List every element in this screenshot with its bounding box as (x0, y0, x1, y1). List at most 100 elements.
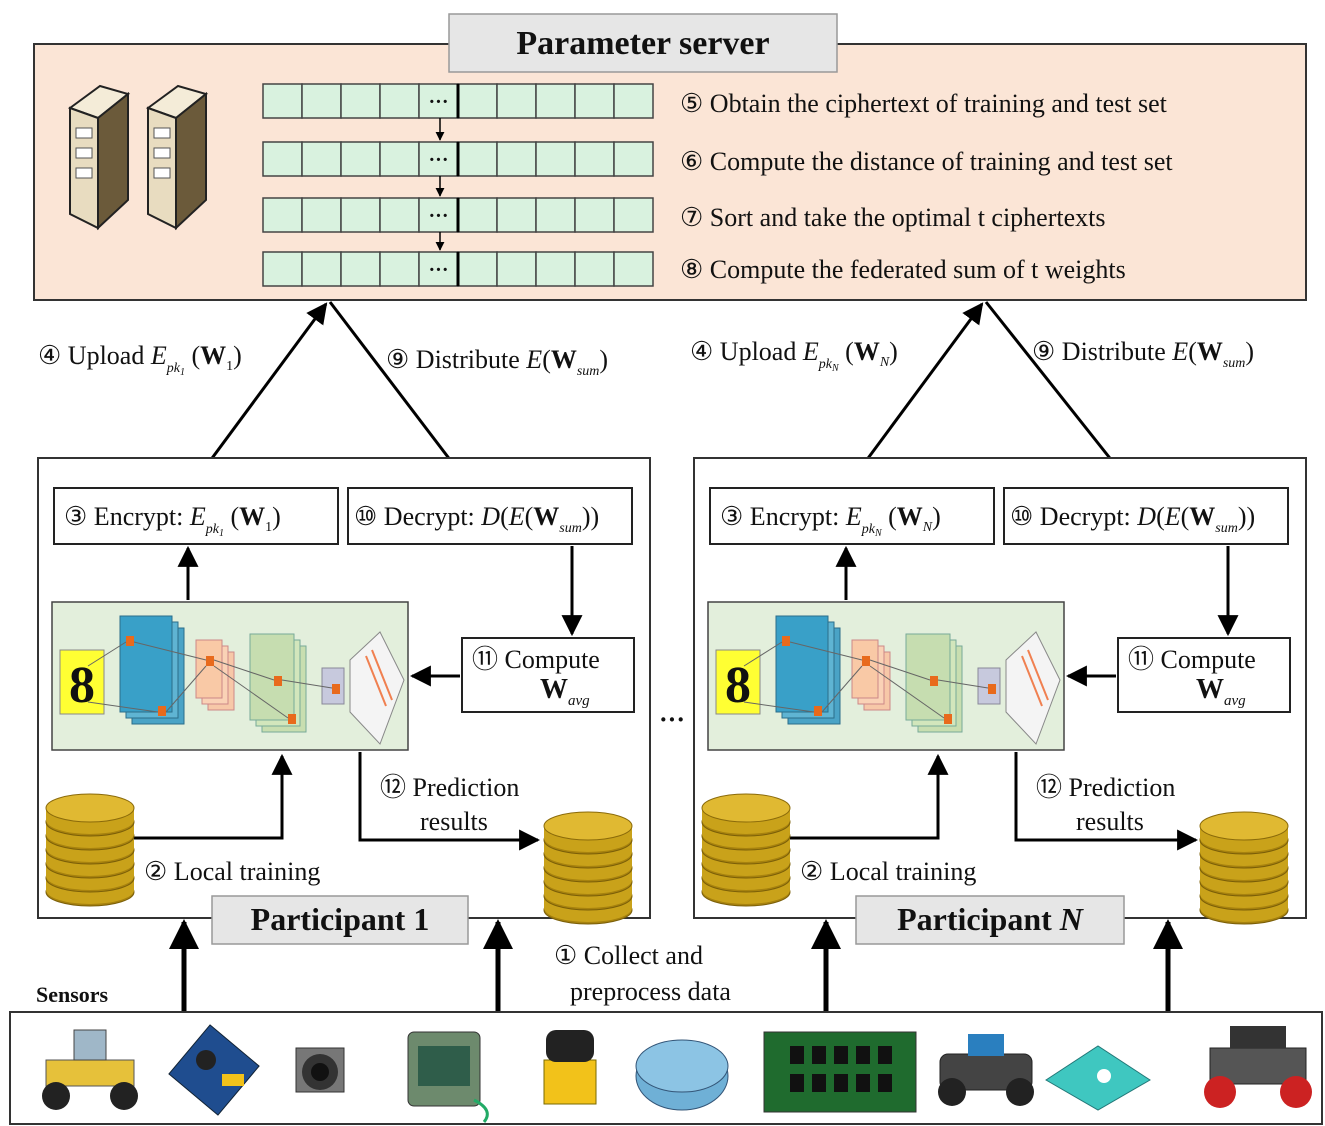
ciphertext-cell (262, 251, 303, 287)
encrypt-box-pN (709, 487, 995, 545)
smart-robot-car-icon (938, 1034, 1034, 1106)
local-training-label-p1: ② Local training (144, 857, 320, 886)
ciphertext-cell (379, 83, 420, 119)
compute-wavg-pN: Wavg (1196, 674, 1246, 709)
model-to-results-arrow (1014, 752, 1199, 851)
ciphertext-cell (262, 141, 303, 177)
local-training-label-pN: ② Local training (800, 857, 976, 886)
lidar-sensor-icon (543, 1030, 597, 1105)
encrypt-label-p1: ③ Encrypt: Epk1 (W1) (64, 502, 281, 539)
cell-ellipsis: ··· (428, 205, 448, 227)
ciphertext-cell (496, 83, 537, 119)
server-title: Parameter server (516, 25, 769, 62)
cell-ellipsis: ··· (428, 259, 448, 281)
results-db-icon (543, 811, 633, 925)
ciphertext-cell (574, 197, 615, 233)
ciphertext-cell (301, 83, 342, 119)
digit-sample: 8 (725, 657, 751, 714)
digit-sample: 8 (69, 657, 95, 714)
ciphertext-row: ··· (262, 197, 654, 233)
ciphertext-cell (613, 141, 654, 177)
ciphertext-cell (340, 251, 381, 287)
ciphertext-cell (340, 83, 381, 119)
compute-wavg-p1: Wavg (540, 674, 590, 709)
local-data-db-icon (701, 793, 791, 907)
ciphertext-cell (574, 83, 615, 119)
decrypt-label-p1: ⑩ Decrypt: D(E(Wsum)) (354, 502, 599, 536)
cell-ellipsis: ··· (428, 91, 448, 113)
robot-car-icon (42, 1029, 138, 1110)
cell-ellipsis: ··· (428, 149, 448, 171)
ciphertext-cell (379, 251, 420, 287)
ciphertext-cell (262, 197, 303, 233)
ciphertext-cell (496, 197, 537, 233)
ciphertext-cell (301, 197, 342, 233)
ciphertext-cell (613, 83, 654, 119)
ciphertext-cell (301, 141, 342, 177)
ciphertext-cell (574, 141, 615, 177)
camera-module-icon (295, 1047, 345, 1093)
results-label-p1: results (420, 807, 488, 836)
compute-box-pN (1117, 637, 1291, 713)
participant-1-title: Participant 1 (251, 901, 430, 937)
between-ellipsis: ··· (659, 705, 685, 734)
sensors-label: Sensors (36, 982, 109, 1007)
ciphertext-cell (613, 197, 654, 233)
preprocess-label: preprocess data (570, 977, 731, 1006)
sensor-chip-icon (1045, 1045, 1151, 1111)
local-data-db-icon (45, 793, 135, 907)
ciphertext-cell (418, 141, 459, 177)
ciphertext-cell (379, 141, 420, 177)
encrypt-label-pN: ③ Encrypt: EpkN (WN) (720, 502, 941, 539)
upload-label-p1: ④ Upload Epk1 (W1) (38, 341, 242, 378)
ciphertext-cell (340, 197, 381, 233)
circuit-board-icon (763, 1031, 917, 1113)
distribute-arrow-p1 (328, 301, 472, 488)
prediction-label-pN: ⑫ Prediction (1036, 773, 1175, 802)
ciphertext-cell (457, 251, 498, 287)
ciphertext-cell (496, 251, 537, 287)
ciphertext-cell (262, 83, 303, 119)
sensor-icons (42, 1024, 1312, 1123)
participant-1: ③ Encrypt: Epk1 (W1) ⑩ Decrypt: D(E(Wsum… (37, 457, 651, 945)
ciphertext-row: ··· (262, 83, 654, 119)
ciphertext-cell (418, 197, 459, 233)
step-8-label: ⑧ Compute the federated sum of t weights (680, 255, 1126, 284)
round-sensor-icon (635, 1039, 729, 1111)
distribute-arrow-pN (984, 301, 1134, 488)
server-title-box (448, 13, 838, 73)
ciphertext-cell (457, 83, 498, 119)
ciphertext-cell (301, 251, 342, 287)
step-6-label: ⑥ Compute the distance of training and t… (680, 147, 1173, 176)
ciphertext-row: ··· (262, 251, 654, 287)
encrypt-box-p1 (53, 487, 339, 545)
server-rack-icon (67, 84, 209, 231)
decrypt-box-p1 (347, 487, 633, 545)
ciphertext-cell (457, 141, 498, 177)
cnn-diagram-icon: 8 (59, 615, 405, 745)
ciphertext-cell (535, 197, 576, 233)
ciphertext-cell (535, 141, 576, 177)
ciphertext-cell (379, 197, 420, 233)
sound-sensor-board-icon (168, 1024, 260, 1116)
distribute-label-p1: ⑨ Distribute E(Wsum) (386, 345, 608, 379)
db-to-model-arrow (790, 753, 949, 840)
model-to-results-arrow (358, 752, 541, 851)
step-7-label: ⑦ Sort and take the optimal t ciphertext… (680, 203, 1105, 232)
ciphertext-cell (535, 83, 576, 119)
ciphertext-cell (535, 251, 576, 287)
decrypt-box-pN (1003, 487, 1289, 545)
step-5-label: ⑤ Obtain the ciphertext of training and … (680, 89, 1168, 118)
results-label-pN: results (1076, 807, 1144, 836)
wheeled-robot-icon (1204, 1026, 1312, 1108)
prediction-label-p1: ⑫ Prediction (380, 773, 519, 802)
ciphertext-cell (340, 141, 381, 177)
distribute-label-pN: ⑨ Distribute E(Wsum) (1032, 337, 1254, 371)
participant-n-title-box (855, 895, 1125, 945)
ciphertext-cell (418, 83, 459, 119)
ciphertext-cell (496, 141, 537, 177)
participant-n: ③ Encrypt: EpkN (WN) ⑩ Decrypt: D(E(Wsum… (693, 457, 1307, 945)
decrypt-label-pN: ⑩ Decrypt: D(E(Wsum)) (1010, 502, 1255, 536)
ciphertext-cell (613, 251, 654, 287)
